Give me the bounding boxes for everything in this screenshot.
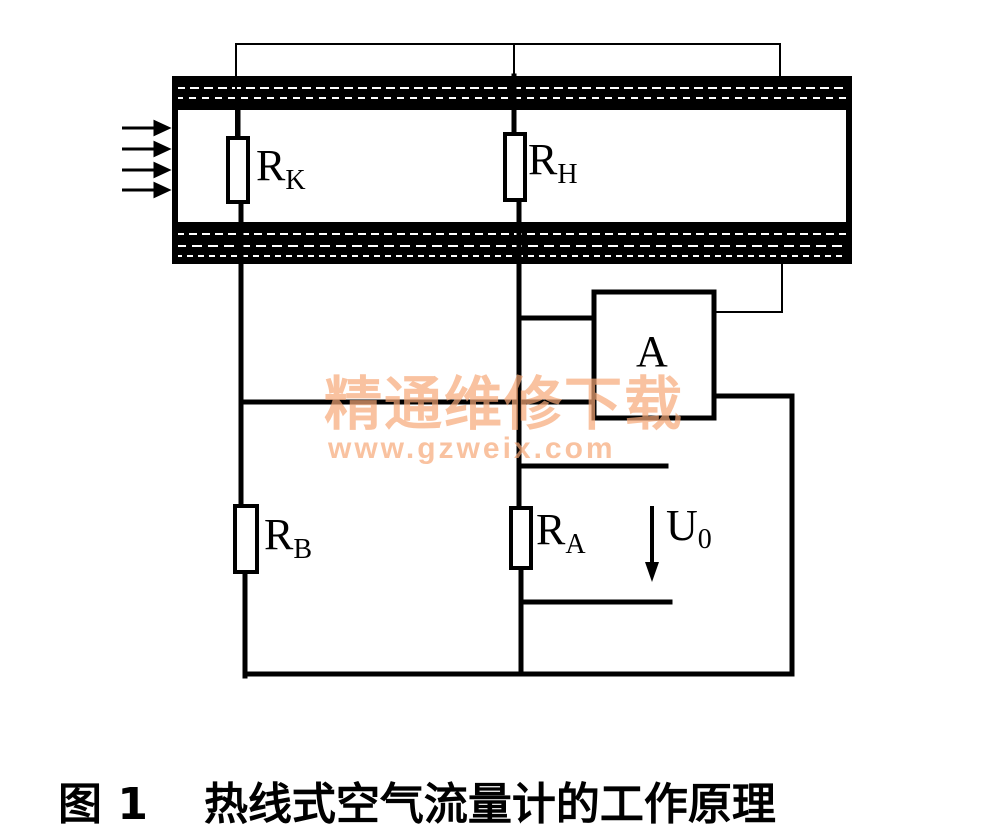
resistor-rk — [226, 136, 250, 204]
label-ra-sub: A — [565, 529, 586, 560]
label-ra: RA — [536, 505, 586, 560]
resistors — [226, 132, 533, 574]
label-rh-sub: H — [557, 159, 577, 190]
u0-arrow — [645, 506, 659, 582]
label-u0: U0 — [666, 501, 712, 555]
amp-output-wire — [242, 393, 795, 677]
label-amplifier: A — [636, 327, 668, 376]
figure-caption: 图 1 热线式空气流量计的工作原理 — [58, 768, 958, 832]
label-u0-sub: 0 — [698, 524, 712, 555]
figure-number: 图 1 — [58, 779, 148, 830]
tube-right-end — [846, 76, 852, 264]
label-rh: RH — [528, 135, 578, 190]
top-wire — [235, 43, 781, 140]
airflow-arrowhead — [153, 181, 172, 199]
resistor-ra — [509, 506, 533, 570]
watermark-url: www.gzweix.com — [327, 432, 616, 465]
label-rh-main: R — [528, 135, 558, 184]
amplifier-box — [591, 289, 717, 421]
label-rk-main: R — [256, 141, 286, 190]
resistor-rh — [503, 132, 527, 202]
label-rb-sub: B — [293, 534, 312, 565]
amp-feedback-wire — [714, 264, 783, 313]
circuit-wires — [235, 73, 795, 679]
figure-title: 热线式空气流量计的工作原理 — [203, 779, 776, 830]
label-u0-main: U — [666, 501, 698, 550]
tube-bottom-wall — [172, 222, 852, 264]
u0-arrowhead — [645, 562, 659, 582]
watermark-text: 精通维修下载 — [324, 370, 684, 438]
label-ra-main: R — [536, 505, 566, 554]
tube-left-end — [172, 76, 178, 264]
airflow-arrowhead — [153, 140, 172, 158]
label-rb-main: R — [264, 510, 294, 559]
airflow-arrowhead — [153, 161, 172, 179]
thin-wires — [235, 43, 783, 313]
label-rk: RK — [256, 141, 306, 196]
airflow-arrows — [122, 119, 172, 199]
label-rk-sub: K — [285, 165, 305, 196]
label-rb: RB — [264, 510, 312, 565]
airflow-arrowhead — [153, 119, 172, 137]
resistor-rb — [233, 504, 259, 574]
